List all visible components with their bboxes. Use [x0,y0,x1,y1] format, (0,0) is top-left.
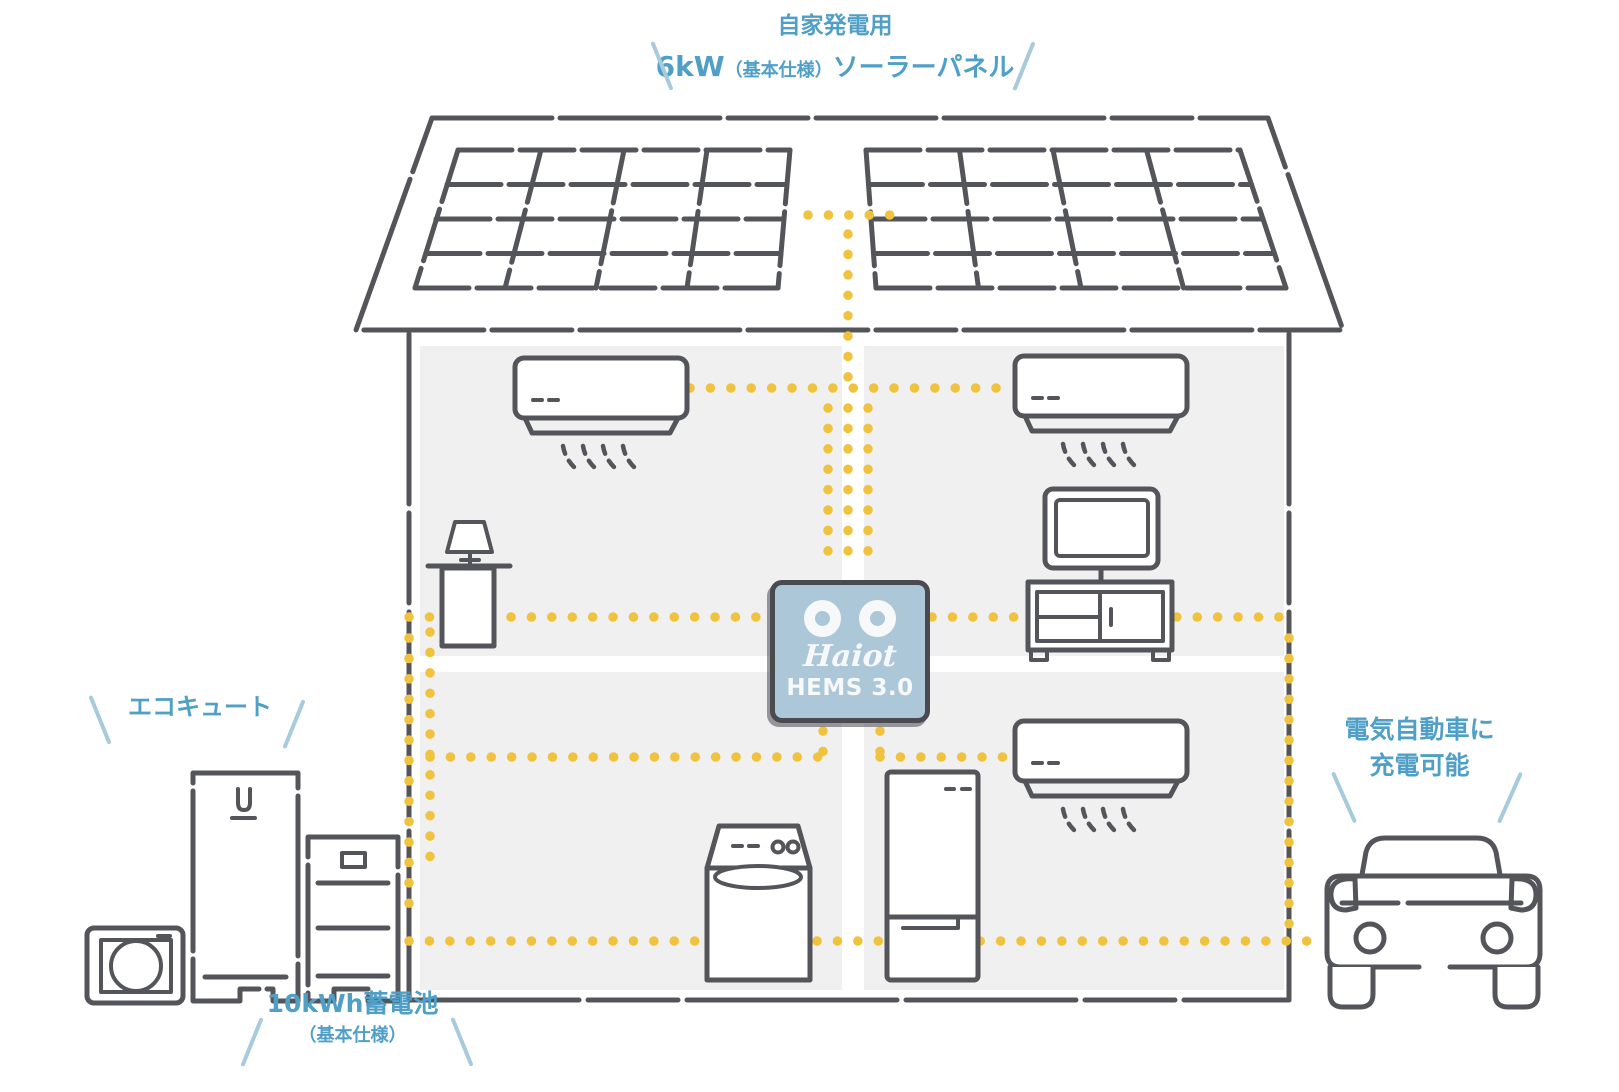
solar-panel-right-icon [863,147,1289,291]
house-walls [406,331,1292,1003]
power-lines [404,210,1318,946]
table-lamp-icon [425,520,513,649]
solar-label-line1: 自家発電用 [777,13,893,39]
tv-icon [1025,486,1175,662]
battery-label-line2: （基本仕様） [298,1024,407,1046]
solar-label-suffix: ソーラーパネル [832,52,1015,83]
solar-label-paren: （基本仕様） [724,59,833,81]
car-headlight-right [1480,921,1514,955]
hems-model-label: HEMS 3.0 [786,675,914,701]
label-ev-charging: 電気自動車に 充電可能 [1312,712,1527,785]
car-headlight-left [1353,921,1387,955]
heat-pump-icon [84,925,186,1006]
ev-label-line1: 電気自動車に [1344,715,1495,744]
hems-eye-icon [804,600,841,637]
label-ecocute: エコキュート [85,692,315,723]
ecocute-label-text: エコキュート [128,693,272,721]
electric-car-icon [1324,835,1543,1010]
power-line-lower-right [875,726,1018,762]
hems-indicator-lights [775,600,925,637]
car-wheel-left [1327,964,1376,1010]
power-line-to-hems [823,403,873,561]
power-line-lower-left [425,726,828,762]
hems-eye-icon [859,600,896,637]
car-wheel-right [1492,964,1541,1010]
battery-label-line1: 10kWh蓄電池 [266,989,439,1018]
hems-controller: Haiot HEMS 3.0 [770,580,930,723]
label-battery: 10kWh蓄電池 （基本仕様） [235,988,470,1047]
water-tank-icon [190,770,301,1004]
solar-panel-left-icon [412,147,793,291]
refrigerator-icon [884,769,981,983]
ev-label-line2: 充電可能 [1369,751,1470,781]
label-solar-panel: 自家発電用 6kW（基本仕様）ソーラーパネル [610,12,1060,86]
battery-icon [305,834,401,1004]
washing-machine-icon [704,823,813,983]
hems-brand-logo: Haiot [802,639,898,674]
